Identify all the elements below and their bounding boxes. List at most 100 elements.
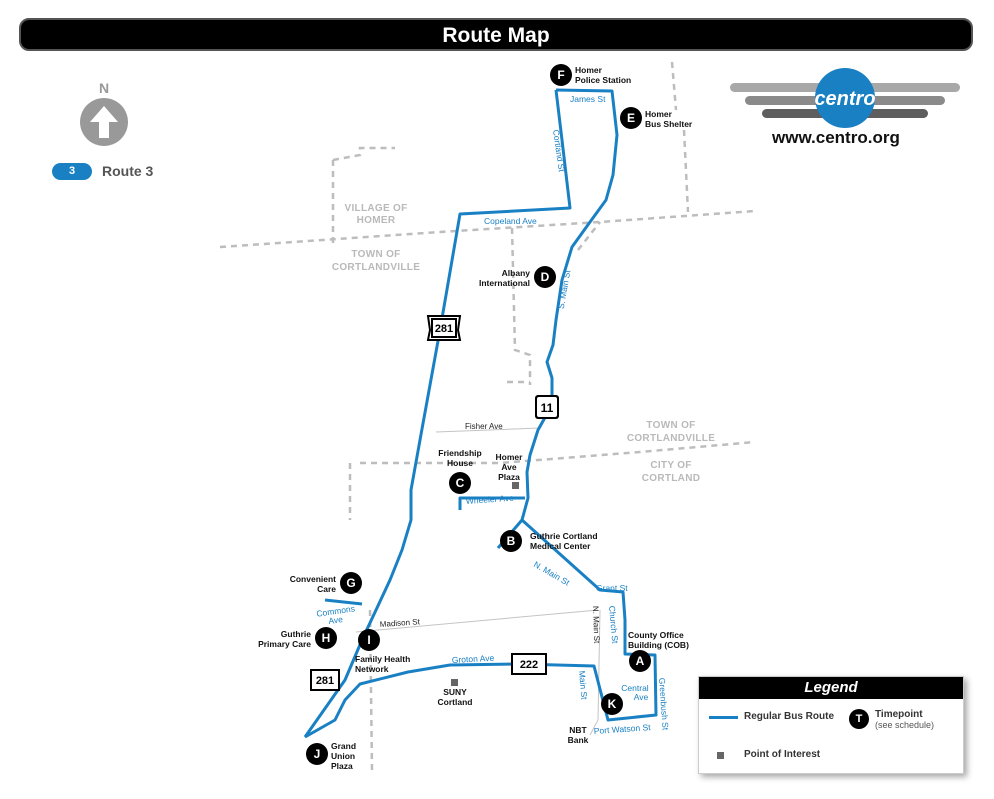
svg-text:Family Health: Family Health: [355, 654, 410, 664]
svg-text:Albany: Albany: [502, 268, 531, 278]
route-shields: 281 281 11 222: [310, 315, 559, 691]
street-james: James St: [570, 94, 606, 104]
bus-route: [303, 88, 658, 739]
svg-text:Plaza: Plaza: [331, 761, 353, 771]
street-church: Church St: [607, 605, 620, 644]
minor-streets: [355, 427, 601, 736]
legend-poi-icon: [717, 752, 724, 759]
svg-text:Union: Union: [331, 751, 355, 761]
timepoint-c[interactable]: C Friendship House: [438, 448, 482, 494]
svg-text:G: G: [346, 576, 355, 590]
poi-suny-2: Cortland: [438, 697, 473, 707]
svg-text:11: 11: [541, 401, 554, 415]
north-label: N: [99, 80, 110, 96]
svg-text:House: House: [447, 458, 473, 468]
legend: Legend Regular Bus Route T Timepoint (se…: [698, 676, 964, 774]
shield-222: 222: [511, 653, 547, 675]
logo-url[interactable]: www.centro.org: [772, 128, 900, 147]
poi-nbt-2: Bank: [568, 735, 589, 745]
timepoint-b[interactable]: B Guthrie Cortland Medical Center: [500, 530, 598, 552]
timepoint-e[interactable]: E Homer Bus Shelter: [620, 107, 693, 129]
zone-village-homer-2: HOMER: [357, 215, 396, 226]
shield-11: 11: [535, 395, 559, 419]
svg-text:E: E: [627, 111, 635, 125]
poi-homer-ave-plaza-3: Plaza: [498, 472, 520, 482]
legend-timepoint-sub: (see schedule): [875, 720, 935, 730]
svg-text:K: K: [608, 697, 617, 711]
legend-route-line: [709, 716, 738, 719]
poi-homer-ave-plaza-2: Ave: [501, 462, 517, 472]
timepoint-d[interactable]: D Albany International: [479, 266, 556, 288]
timepoint-k[interactable]: K: [601, 693, 623, 715]
legend-timepoint-icon: T: [849, 709, 869, 729]
poi-homer-ave-plaza-1: Homer: [496, 452, 524, 462]
street-n-main-vertical: N. Main St: [591, 606, 601, 644]
street-central-2: Ave: [634, 692, 649, 702]
street-groton: Groton Ave: [452, 653, 495, 665]
svg-text:Guthrie Cortland: Guthrie Cortland: [530, 531, 598, 541]
legend-timepoint-label: Timepoint: [875, 709, 923, 720]
svg-text:Building (COB): Building (COB): [628, 640, 689, 650]
timepoint-j[interactable]: J Grand Union Plaza: [306, 741, 356, 771]
svg-text:Medical Center: Medical Center: [530, 541, 591, 551]
street-s-main: S. Main St: [556, 269, 573, 310]
svg-text:Homer: Homer: [575, 65, 603, 75]
street-port-watson: Port Watson St: [593, 722, 651, 736]
timepoint-i[interactable]: I Family Health Network: [355, 629, 410, 674]
zone-labels: VILLAGE OF HOMER TOWN OF CORTLANDVILLE T…: [332, 203, 715, 484]
poi-homer-ave-plaza-marker: [512, 482, 519, 489]
svg-text:281: 281: [316, 675, 334, 687]
legend-title: Legend: [699, 677, 963, 699]
legend-poi-label: Point of Interest: [744, 749, 821, 760]
svg-text:Homer: Homer: [645, 109, 673, 119]
svg-text:Network: Network: [355, 664, 389, 674]
timepoints: F Homer Police Station E Homer Bus Shelt…: [258, 64, 693, 771]
street-grant: Grant St: [596, 583, 628, 593]
poi-suny-1: SUNY: [443, 687, 467, 697]
north-arrow-icon: [80, 98, 128, 146]
street-madison: Madison St: [380, 617, 421, 629]
zone-city-cortland-2: CORTLAND: [642, 473, 701, 484]
svg-text:I: I: [367, 633, 370, 647]
street-main: Main St: [577, 670, 590, 700]
svg-text:Police Station: Police Station: [575, 75, 631, 85]
svg-text:H: H: [322, 631, 331, 645]
svg-text:Grand: Grand: [331, 741, 356, 751]
street-cortland: Cortland St: [551, 129, 567, 173]
svg-text:222: 222: [520, 659, 538, 671]
svg-text:C: C: [456, 476, 465, 490]
zone-town-cortlandville-1b: CORTLANDVILLE: [332, 262, 420, 273]
zone-village-homer-1: VILLAGE OF: [345, 203, 408, 214]
svg-text:281: 281: [435, 323, 453, 335]
svg-text:B: B: [507, 534, 516, 548]
svg-text:Primary Care: Primary Care: [258, 639, 311, 649]
street-greenbush: Greenbush St: [657, 677, 671, 731]
timepoint-f[interactable]: F Homer Police Station: [550, 64, 631, 86]
street-fisher: Fisher Ave: [465, 422, 503, 431]
shield-281-bottom: 281: [310, 669, 340, 691]
points-of-interest: Homer Ave Plaza SUNY Cortland NBT Bank: [438, 452, 589, 745]
svg-text:County Office: County Office: [628, 630, 684, 640]
timepoint-g[interactable]: G Convenient Care: [290, 572, 362, 594]
svg-text:J: J: [314, 747, 321, 761]
svg-text:Care: Care: [317, 584, 336, 594]
svg-text:D: D: [541, 270, 550, 284]
zone-town-cortlandville-1a: TOWN OF: [351, 249, 400, 260]
zone-town-cortlandville-2a: TOWN OF: [646, 420, 695, 431]
svg-text:Friendship: Friendship: [438, 448, 481, 458]
zone-town-cortlandville-2b: CORTLANDVILLE: [627, 433, 715, 444]
timepoint-h[interactable]: H Guthrie Primary Care: [258, 627, 337, 649]
street-commons-2: Ave: [328, 614, 344, 626]
header-bar: Route Map: [19, 18, 973, 51]
street-copeland: Copeland Ave: [484, 216, 537, 226]
street-central-1: Central: [621, 683, 649, 693]
poi-nbt-1: NBT: [569, 725, 587, 735]
zone-city-cortland-1: CITY OF: [650, 460, 691, 471]
shield-281-top: 281: [426, 315, 462, 341]
svg-text:F: F: [557, 68, 564, 82]
page-title: Route Map: [442, 24, 550, 47]
svg-text:Convenient: Convenient: [290, 574, 336, 584]
timepoint-a[interactable]: A County Office Building (COB): [628, 630, 689, 672]
street-n-main: N. Main St: [532, 559, 572, 588]
